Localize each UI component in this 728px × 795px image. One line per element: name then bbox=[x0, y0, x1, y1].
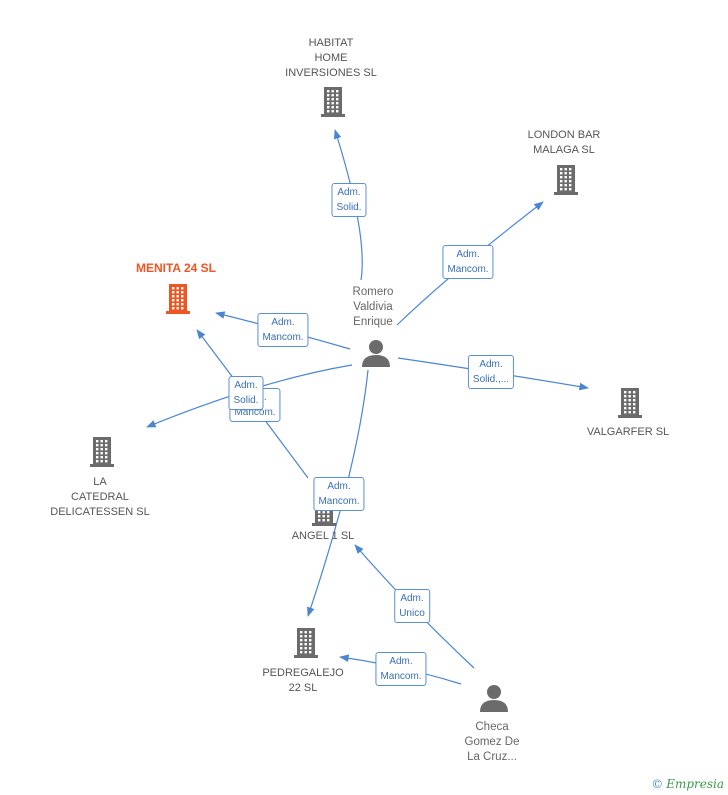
copyright-icon: © bbox=[651, 777, 664, 791]
person-label-romero[interactable]: Romero Valdivia Enrique bbox=[352, 286, 394, 328]
edge-label-romero-pedregalejo[interactable]: Adm. Mancom. bbox=[313, 477, 365, 511]
checa-person-icon[interactable] bbox=[480, 685, 508, 712]
edge-label-romero-habitat[interactable]: Adm. Solid. bbox=[331, 183, 367, 217]
catedral-building-icon[interactable] bbox=[90, 437, 114, 467]
valgarfer-building-icon[interactable] bbox=[618, 388, 642, 418]
company-label-habitat[interactable]: HABITAT HOME INVERSIONES SL bbox=[285, 37, 377, 79]
romero-person-icon[interactable] bbox=[362, 340, 390, 367]
edge-label-checa-pedregalejo[interactable]: Adm. Mancom. bbox=[375, 652, 427, 686]
company-label-angel[interactable]: ANGEL 1 SL bbox=[291, 530, 355, 542]
menita-building-icon[interactable] bbox=[166, 284, 190, 314]
edge-label-angel-menita[interactable]: Adm. Solid. bbox=[228, 376, 264, 410]
company-label-valgarfer[interactable]: VALGARFER SL bbox=[586, 426, 670, 438]
edge-label-checa-angel[interactable]: Adm. Unico bbox=[394, 589, 430, 623]
edge-label-romero-london[interactable]: Adm. Mancom. bbox=[442, 245, 494, 279]
pedregalejo-building-icon[interactable] bbox=[294, 628, 318, 658]
company-label-catedral[interactable]: LA CATEDRAL DELICATESSEN SL bbox=[50, 476, 150, 518]
person-label-checa[interactable]: Checa Gomez De La Cruz... bbox=[464, 721, 520, 763]
brand-footer[interactable]: ©Empresia bbox=[651, 777, 724, 791]
company-label-london[interactable]: LONDON BAR MALAGA SL bbox=[527, 129, 601, 156]
habitat-building-icon[interactable] bbox=[321, 87, 345, 117]
london-building-icon[interactable] bbox=[554, 165, 578, 195]
company-label-pedregalejo[interactable]: PEDREGALEJO 22 SL bbox=[262, 667, 344, 694]
brand-name: Empresia bbox=[666, 777, 724, 791]
company-label-menita[interactable]: MENITA 24 SL bbox=[135, 261, 217, 275]
edge-label-romero-menita[interactable]: Adm. Mancom. bbox=[257, 313, 309, 347]
edge-label-romero-valgarfer[interactable]: Adm. Solid.,... bbox=[467, 355, 515, 389]
edge-romero-habitat bbox=[333, 129, 363, 281]
